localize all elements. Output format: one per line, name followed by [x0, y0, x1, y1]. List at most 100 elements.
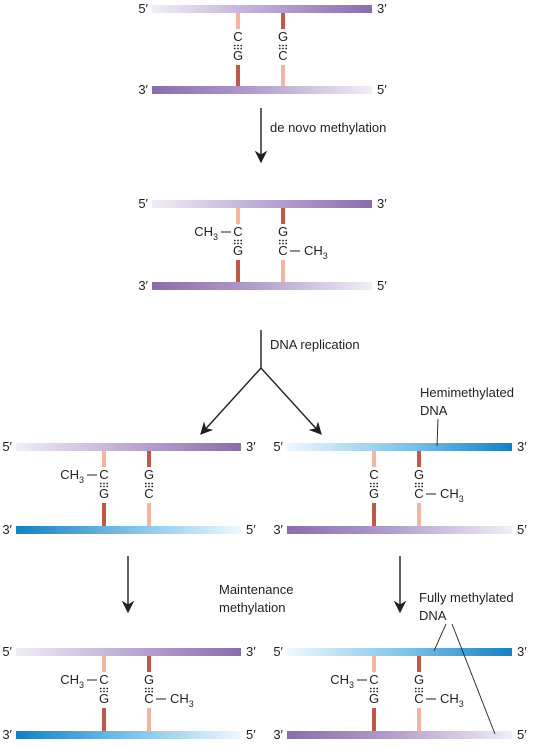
label-de-novo-methylation: de novo methylation — [270, 120, 386, 135]
duplex-right-maintained-pair2-top-rung — [417, 656, 421, 672]
duplex-left-maintained-pair1-bottom-rung — [102, 708, 106, 731]
duplex-right-daughter-pair2-bottom-rung — [417, 503, 421, 526]
duplex-initial-pair2-top-rung — [281, 13, 285, 29]
duplex-left-daughter-bottom-5prime: 5′ — [246, 522, 256, 537]
duplex-denovo-bottom-strand — [152, 282, 372, 290]
duplex-right-daughter-pair1-top-rung — [372, 451, 376, 467]
duplex-right-daughter-pair2-hbonds — [414, 482, 424, 488]
duplex-left-maintained-pair1-top-rung — [102, 656, 106, 672]
duplex-left-maintained-pair2-c: C — [144, 691, 153, 706]
duplex-left-maintained-pair1-g: G — [99, 691, 109, 706]
duplex-denovo-methyl-left: CH3 — [194, 224, 218, 242]
duplex-right-maintained-top-3prime: 3′ — [517, 644, 527, 659]
duplex-right-daughter-top-strand — [287, 443, 512, 451]
duplex-initial-pair2-c: C — [278, 48, 287, 63]
arrow-replication-right — [260, 367, 322, 435]
label-maintenance-line2: methylation — [219, 600, 285, 615]
duplex-right-maintained-top-5prime: 5′ — [273, 644, 283, 659]
duplex-left-maintained-methyl-left: CH3 — [60, 672, 84, 690]
duplex-initial-top-3prime: 3′ — [377, 1, 387, 16]
duplex-left-maintained-top-5prime: 5′ — [2, 644, 12, 659]
label-dna-replication: DNA replication — [270, 337, 360, 352]
duplex-left-maintained-pair1-c: C — [99, 672, 108, 687]
duplex-left-maintained-pair2-bottom-rung — [147, 708, 151, 731]
duplex-right-daughter-bottom-3prime: 3′ — [273, 522, 283, 537]
duplex-initial-pair1-g: G — [233, 48, 243, 63]
duplex-left-daughter-pair2-c: C — [144, 486, 153, 501]
duplex-left-daughter-bottom-strand — [16, 526, 241, 534]
duplex-denovo-top-3prime: 3′ — [377, 196, 387, 211]
duplex-right-maintained-bottom-strand — [287, 731, 512, 739]
duplex-right-daughter-pair1-hbonds — [369, 482, 379, 488]
duplex-right-daughter-pair2-g: G — [414, 467, 424, 482]
duplex-denovo-bottom-5prime: 5′ — [377, 278, 387, 293]
duplex-right-maintained-pair1-top-rung — [372, 656, 376, 672]
duplex-left-maintained-top-3prime: 3′ — [246, 644, 256, 659]
duplex-denovo-pair1-g: G — [233, 243, 243, 258]
duplex-initial-pair1-hbonds — [233, 44, 243, 50]
duplex-initial-pair2-hbonds — [278, 44, 288, 50]
duplex-right-maintained-pair1-g: G — [369, 691, 379, 706]
duplex-left-daughter-pair1-bottom-rung — [102, 503, 106, 526]
duplex-left-maintained-bottom-3prime: 3′ — [2, 727, 12, 742]
duplex-initial-pair1-top-rung — [236, 13, 240, 29]
duplex-left-daughter-top-3prime: 3′ — [246, 439, 256, 454]
duplex-initial-top-strand — [152, 5, 372, 13]
duplex-initial-pair1-bottom-rung — [236, 65, 240, 86]
callout-hemimethylated-line2: DNA — [420, 403, 448, 418]
duplex-initial-pair1-c: C — [233, 29, 242, 44]
label-maintenance-line1: Maintenance — [219, 582, 293, 597]
duplex-left-maintained-pair2-g: G — [144, 672, 154, 687]
duplex-right-daughter-pair2-c: C — [414, 486, 423, 501]
duplex-denovo-pair2-hbonds — [278, 239, 288, 245]
duplex-left-maintained-bottom-5prime: 5′ — [246, 727, 256, 742]
duplex-right-maintained-top-strand — [287, 648, 512, 656]
duplex-initial-pair2-g: G — [278, 29, 288, 44]
callout-fully-methylated-line1: Fully methylated — [419, 590, 514, 605]
duplex-left-maintained-top-strand — [16, 648, 241, 656]
duplex-left-daughter-methyl-left: CH3 — [60, 467, 84, 485]
duplex-right-maintained-pair2-bottom-rung — [417, 708, 421, 731]
duplex-right-maintained-methyl-left: CH3 — [330, 672, 354, 690]
callout-fully-methylated-line2: DNA — [419, 608, 447, 623]
duplex-left-daughter-pair2-g: G — [144, 467, 154, 482]
duplex-initial-bottom-5prime: 5′ — [377, 82, 387, 97]
duplex-denovo-methyl-right: CH3 — [304, 243, 328, 261]
duplex-denovo-pair2-bottom-rung — [281, 260, 285, 282]
duplex-left-maintained-bottom-strand — [16, 731, 241, 739]
callout-fully-methylated-leader-bottom — [451, 623, 496, 735]
duplex-initial-bottom-strand — [152, 86, 372, 94]
duplex-left-daughter-pair1-hbonds — [99, 482, 109, 488]
duplex-denovo-pair2-top-rung — [281, 208, 285, 224]
duplex-right-daughter-pair2-top-rung — [417, 451, 421, 467]
duplex-left-daughter-pair1-top-rung — [102, 451, 106, 467]
arrow-replication-left — [200, 367, 262, 435]
duplex-right-maintained-pair2-hbonds — [414, 687, 424, 693]
duplex-right-daughter-bottom-5prime: 5′ — [517, 522, 527, 537]
duplex-left-daughter-pair2-top-rung — [147, 451, 151, 467]
duplex-left-daughter-pair1-c: C — [99, 467, 108, 482]
duplex-denovo-pair1-top-rung — [236, 208, 240, 224]
duplex-left-daughter-bottom-3prime: 3′ — [2, 522, 12, 537]
duplex-denovo-pair1-c: C — [233, 224, 242, 239]
duplex-denovo-pair2-c: C — [278, 243, 287, 258]
duplex-right-maintained-pair1-bottom-rung — [372, 708, 376, 731]
duplex-left-maintained-pair1-hbonds — [99, 687, 109, 693]
duplex-left-maintained-pair2-hbonds — [144, 687, 154, 693]
duplex-right-daughter-bottom-strand — [287, 526, 512, 534]
duplex-initial-pair2-bottom-rung — [281, 65, 285, 86]
callout-hemimethylated-line1: Hemimethylated — [420, 385, 514, 400]
duplex-denovo-pair1-hbonds — [233, 239, 243, 245]
callout-fully-methylated-leader-top — [433, 623, 447, 652]
duplex-right-daughter-top-3prime: 3′ — [517, 439, 527, 454]
duplex-left-daughter-top-strand — [16, 443, 241, 451]
duplex-right-daughter-pair1-bottom-rung — [372, 503, 376, 526]
duplex-right-daughter-pair1-g: G — [369, 486, 379, 501]
duplex-right-maintained-bottom-5prime: 5′ — [517, 727, 527, 742]
duplex-left-daughter-pair2-hbonds — [144, 482, 154, 488]
duplex-denovo-pair2-g: G — [278, 224, 288, 239]
duplex-initial-bottom-3prime: 3′ — [138, 82, 148, 97]
duplex-right-maintained-pair2-g: G — [414, 672, 424, 687]
